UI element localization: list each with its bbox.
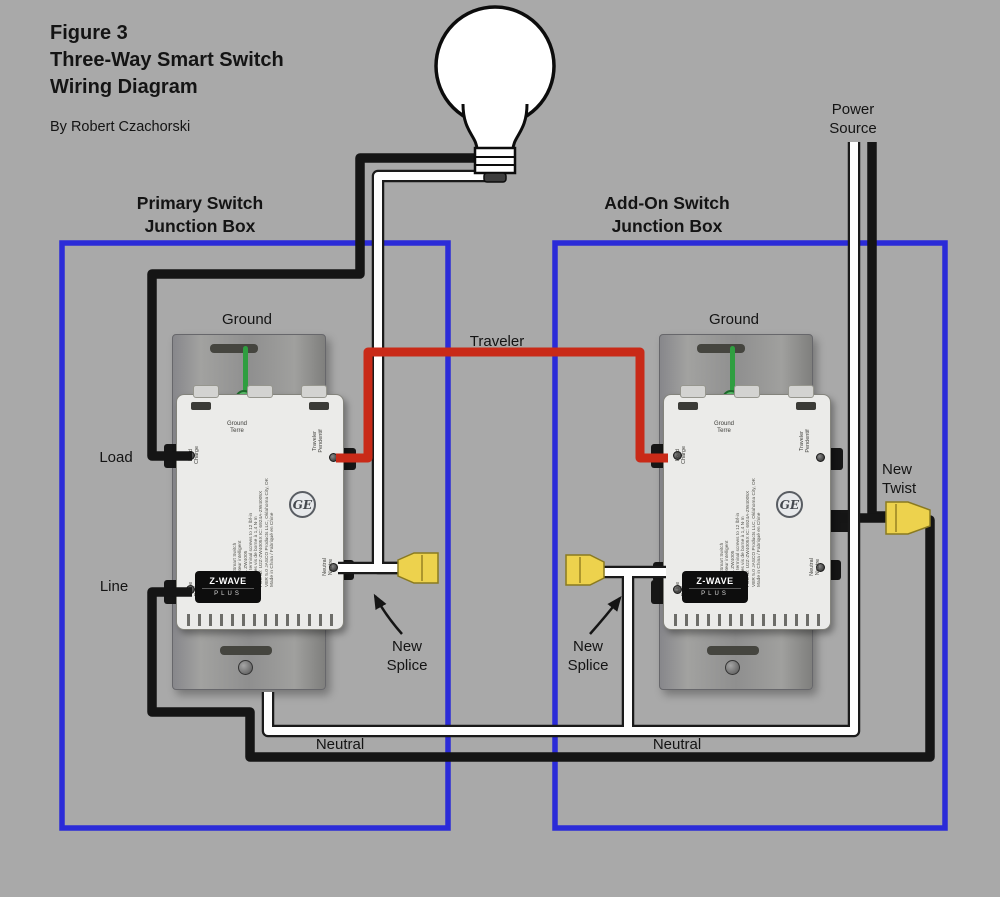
switch-body: Ground Terre Load Charge Line Secteur Tr… bbox=[663, 385, 831, 630]
heat-sink-fins bbox=[674, 614, 820, 626]
zwave-plus-text: PLUS bbox=[214, 591, 242, 597]
vent-slot bbox=[678, 402, 698, 410]
zwave-plus-badge: Z-WAVE PLUS bbox=[195, 571, 261, 603]
mounting-slot bbox=[697, 344, 745, 353]
switch-body: Ground Terre Load Charge Line Secteur Tr… bbox=[176, 385, 344, 630]
device-fine-print: In-Wall Smart Switch Interrupteur intell… bbox=[720, 478, 763, 587]
addon-smart-switch: Ground Terre Load Charge Line Secteur Tr… bbox=[651, 330, 859, 702]
ge-brand-logo: GE bbox=[289, 491, 316, 518]
figure-title-line2: Three-Way Smart Switch bbox=[50, 49, 284, 71]
neutral-terminal-label: Neutral Neutre bbox=[322, 558, 334, 576]
zwave-badge-text: Z-WAVE bbox=[689, 571, 741, 589]
ge-brand-logo: GE bbox=[776, 491, 803, 518]
body-tab bbox=[193, 385, 219, 398]
mounting-slot bbox=[707, 646, 759, 655]
body-tab bbox=[301, 385, 327, 398]
label-neutral-addon: Neutral bbox=[652, 736, 702, 753]
primary-box-title: Primary Switch Junction Box bbox=[136, 193, 264, 236]
figure-title-line1: Figure 3 bbox=[50, 22, 128, 44]
terminal-screw bbox=[329, 453, 338, 462]
figure-header: Figure 3 Three-Way Smart Switch Wiring D… bbox=[50, 20, 284, 135]
figure-title: Figure 3 Three-Way Smart Switch Wiring D… bbox=[50, 20, 284, 101]
load-terminal-label: Load Charge bbox=[675, 445, 687, 465]
body-tab bbox=[788, 385, 814, 398]
device-fine-print: In-Wall Smart Switch Interrupteur intell… bbox=[233, 478, 276, 587]
heat-sink-fins bbox=[187, 614, 333, 626]
label-ground-addon: Ground bbox=[708, 311, 760, 328]
terminal-screw bbox=[816, 453, 825, 462]
vent-slot bbox=[309, 402, 329, 410]
body-tab bbox=[247, 385, 273, 398]
mounting-screw bbox=[238, 660, 253, 675]
addon-box-title: Add-On Switch Junction Box bbox=[604, 193, 730, 236]
label-neutral-primary: Neutral bbox=[315, 736, 365, 753]
figure-title-line3: Wiring Diagram bbox=[50, 76, 198, 98]
label-traveler: Traveler bbox=[469, 333, 525, 350]
label-new-twist: New Twist bbox=[882, 461, 917, 497]
ground-terminal-label: Ground Terre bbox=[713, 421, 734, 434]
label-ground-primary: Ground bbox=[221, 311, 273, 328]
zwave-plus-text: PLUS bbox=[701, 591, 729, 597]
mounting-slot bbox=[210, 344, 258, 353]
mounting-screw bbox=[725, 660, 740, 675]
vent-slot bbox=[191, 402, 211, 410]
label-load: Load bbox=[99, 449, 133, 466]
traveler-terminal-label: Traveler Pendentif bbox=[312, 429, 324, 453]
label-new-splice-primary: New Splice bbox=[386, 638, 428, 674]
primary-smart-switch: Ground Terre Load Charge Line Secteur Tr… bbox=[164, 330, 372, 702]
ground-terminal-label: Ground Terre bbox=[226, 421, 247, 434]
label-line: Line bbox=[99, 578, 129, 595]
body-tab bbox=[680, 385, 706, 398]
neutral-terminal-label: Neutral Neutre bbox=[809, 558, 821, 576]
vent-slot bbox=[796, 402, 816, 410]
label-power-source: Power Source bbox=[829, 101, 877, 137]
figure-byline: By Robert Czachorski bbox=[50, 119, 191, 135]
body-tab bbox=[734, 385, 760, 398]
label-new-splice-addon: New Splice bbox=[567, 638, 609, 674]
zwave-badge-text: Z-WAVE bbox=[202, 571, 254, 589]
mounting-slot bbox=[220, 646, 272, 655]
traveler-terminal-label: Traveler Pendentif bbox=[799, 429, 811, 453]
load-terminal-label: Load Charge bbox=[188, 445, 200, 465]
zwave-plus-badge: Z-WAVE PLUS bbox=[682, 571, 748, 603]
